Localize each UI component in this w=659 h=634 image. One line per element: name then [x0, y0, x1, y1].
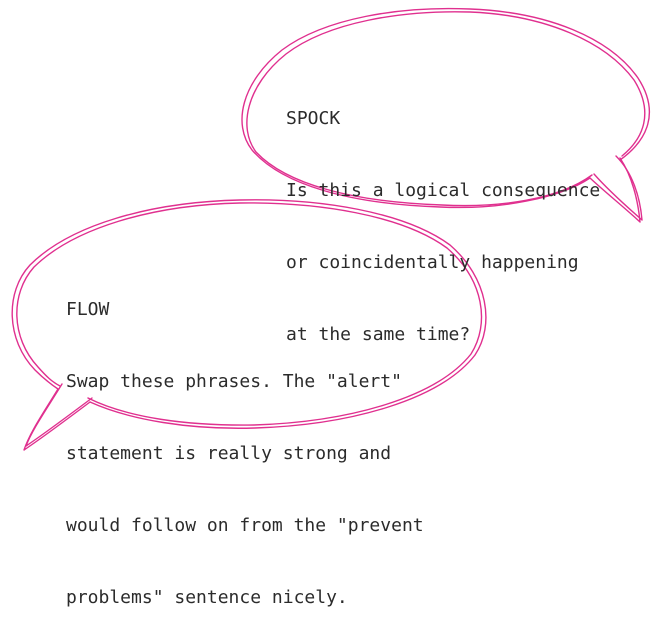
spock-comment-line: or coincidentally happening: [286, 252, 579, 273]
spock-bubble-tail-sketch: [593, 155, 643, 221]
spock-comment-line: at the same time?: [286, 324, 471, 345]
flow-speech-bubble: [11, 199, 487, 451]
flow-speaker-name: FLOW: [66, 299, 110, 320]
flow-comment-line: statement is really strong and: [66, 443, 392, 464]
spock-bubble-tail: [589, 157, 641, 223]
speech-bubbles-canvas: [11, 7, 651, 451]
flow-bubble-outline: [11, 199, 487, 429]
flow-comment-line: problems" sentence nicely.: [66, 587, 348, 608]
flow-bubble-outline-sketch: [16, 202, 483, 426]
flow-comment: FLOW Swap these phrases. The "alert" sta…: [66, 250, 424, 634]
flow-comment-line: Swap these phrases. The "alert": [66, 371, 402, 392]
spock-comment-line: Is this a logical consequence: [286, 180, 601, 201]
spock-bubble-outline: [241, 7, 651, 209]
spock-speaker-name: SPOCK: [286, 108, 341, 129]
spock-speech-bubble: [241, 7, 651, 223]
spock-comment: SPOCK Is this a logical consequence or c…: [286, 59, 600, 371]
flow-comment-line: would follow on from the "prevent: [66, 515, 424, 536]
flow-bubble-tail-sketch: [25, 383, 93, 447]
spock-bubble-outline-sketch: [246, 11, 646, 207]
